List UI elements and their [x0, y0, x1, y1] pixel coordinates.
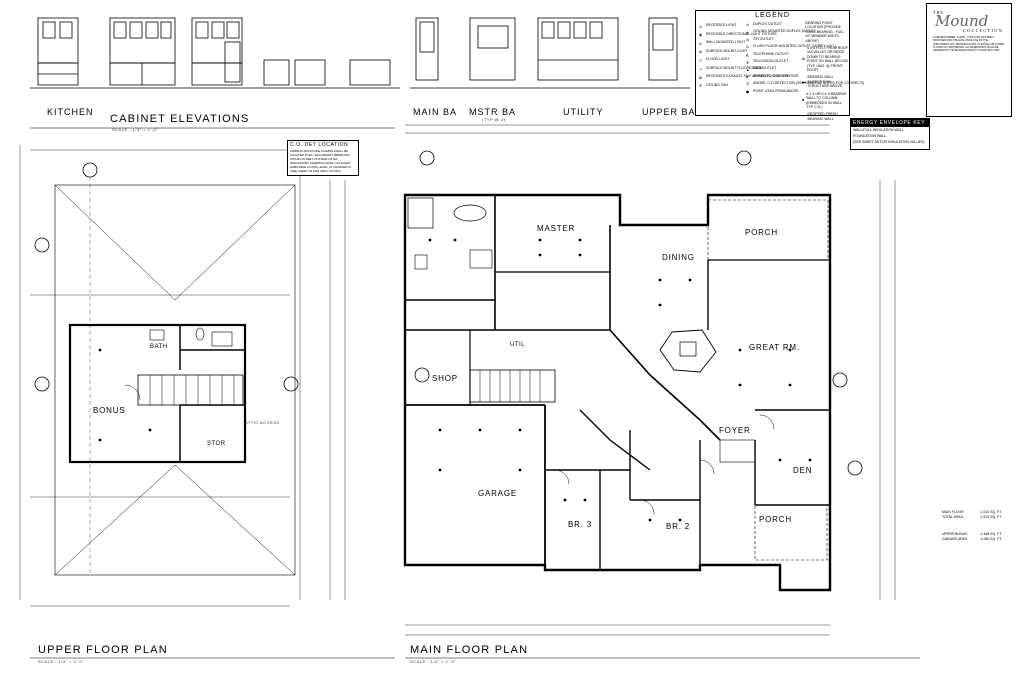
ceiling-fan-icon: ✣ — [699, 84, 702, 89]
cabinet-main-ba-label: MAIN BA — [413, 107, 458, 117]
upper-floor-plan-title: UPPER FLOOR PLAN — [38, 644, 168, 656]
dropped-wall-icon: ┅ — [802, 114, 805, 119]
energy-row-3: (SEE SHEET A5 FOR INSULATION VALUES) — [853, 140, 925, 144]
energy-row-2: FOUNDATION WALL — [853, 134, 887, 138]
telephone-outlet-icon: ◭ — [746, 52, 749, 57]
co-text: CARBON MONOXIDE ALARMS SHALL BE LOCATED … — [290, 149, 352, 173]
bearing-point-icon: ▪ — [802, 29, 804, 34]
main-floor-plan-scale: SCALE - 1/4" = 1'-0" — [410, 659, 457, 664]
cabinet-elevations-title: CABINET ELEVATIONS — [110, 113, 250, 125]
point-load-icon: ⬢ — [746, 89, 750, 94]
cabinet-mstr-ba-sub: (TYP @ 2) — [482, 117, 506, 122]
legend-title: LEGEND — [755, 12, 790, 19]
cabinet-kitchen-label: KITCHEN — [47, 107, 94, 117]
room-great: GREAT RM. — [749, 343, 800, 352]
room-den: DEN — [793, 466, 813, 475]
duplex-outlet-icon: ⊖ — [746, 23, 749, 28]
post-icon: ⊠ — [802, 56, 805, 61]
room-foyer: FOYER — [719, 426, 751, 435]
energy-title: ENERGY ENVELOPE KEY — [851, 119, 929, 127]
floor-outlet-icon: ⊡ — [746, 45, 749, 50]
speaker-icon: ◘ — [746, 75, 749, 80]
title-underlines — [30, 127, 920, 659]
gfi-outlet-icon: ⊜ — [746, 38, 749, 43]
smoke-detector-icon: Ⓢ — [746, 82, 750, 87]
main-floor-walls — [98, 124, 896, 636]
main-floor-plan-title: MAIN FLOOR PLAN — [410, 644, 529, 656]
room-master: MASTER — [537, 224, 576, 233]
room-bonus: BONUS — [93, 406, 126, 415]
room-utility: UTIL — [510, 342, 526, 348]
room-garage: GARAGE — [478, 489, 518, 498]
wall-light-icon: ⊖ — [699, 41, 702, 46]
room-br3: BR. 3 — [568, 520, 593, 529]
co-detector-note: C.O. DET LOCATION CARBON MONOXIDE ALARMS… — [287, 140, 359, 176]
room-upper-bath: BATH — [150, 344, 168, 350]
co-title: C.O. DET LOCATION — [290, 142, 349, 148]
legend-panel: LEGEND ◎RECESSED LIGHT ◉RECESSED DIRECTI… — [695, 10, 864, 121]
fluorescent-icon: ▭ — [699, 67, 703, 72]
logo-fine-print: LICENSE NUMBER: 131062 - THIS PLAN HAS B… — [933, 36, 1005, 53]
room-stor: STOR — [207, 441, 226, 447]
room-dining: DINING — [662, 253, 695, 262]
room-porch-bottom: PORCH — [759, 515, 792, 524]
flood-light-icon: ▽ — [699, 58, 702, 63]
title-block: THE Mound COLLECTION LICENSE NUMBER: 131… — [926, 3, 1012, 117]
upper-floor-walls — [19, 145, 301, 607]
legend-column-lighting: ◎RECESSED LIGHT ◉RECESSED DIRECTIONAL LI… — [699, 23, 799, 89]
exhaust-fan-icon: ⊠ — [699, 75, 702, 80]
legend-column-structural: ▪BEARING POINT LOCATION (PROVIDE SOLID B… — [802, 21, 848, 121]
legend-column-electrical: ⊖DUPLEX OUTLET ⊗CEILING MOUNTED DUPLEX O… — [746, 22, 864, 94]
directional-light-icon: ◉ — [699, 33, 703, 38]
energy-envelope-key: ENERGY ENVELOPE KEY WALL/FULL INSULATION… — [850, 118, 930, 150]
logo-collection: COLLECTION — [963, 28, 1004, 33]
room-shop: SHOP — [432, 374, 458, 383]
column-icon: ■ — [802, 98, 805, 102]
room-porch-top: PORCH — [745, 228, 778, 237]
logo-name: Mound — [935, 12, 989, 30]
cabinet-elevations-scale: SCALE - 1/4" = 1'-0" — [112, 127, 159, 132]
cabinet-elevation-drawings — [30, 17, 690, 89]
data-outlet-icon: ▲ — [746, 67, 750, 72]
energy-row-1: WALL/FULL INSULATION WALL — [853, 128, 904, 132]
upper-floor-plan-scale: SCALE - 1/4" = 1'-0" — [38, 659, 85, 664]
ceiling-outlet-icon: ⊗ — [746, 30, 749, 35]
cabinet-mstr-ba-label: MSTR BA — [469, 107, 517, 117]
television-outlet-icon: ◮ — [746, 60, 749, 65]
cabinet-upper-ba-label: UPPER BA — [642, 107, 696, 117]
logo-the: THE — [933, 10, 944, 15]
surface-light-icon: ⊕ — [699, 50, 702, 55]
cabinet-utility-label: UTILITY — [563, 107, 604, 117]
attic-access-label: ATTIC ACCESS — [245, 420, 280, 425]
bearing-wall-icon: ▬ — [802, 79, 806, 84]
recessed-light-icon: ◎ — [699, 24, 703, 29]
room-br2: BR. 2 — [666, 522, 691, 531]
